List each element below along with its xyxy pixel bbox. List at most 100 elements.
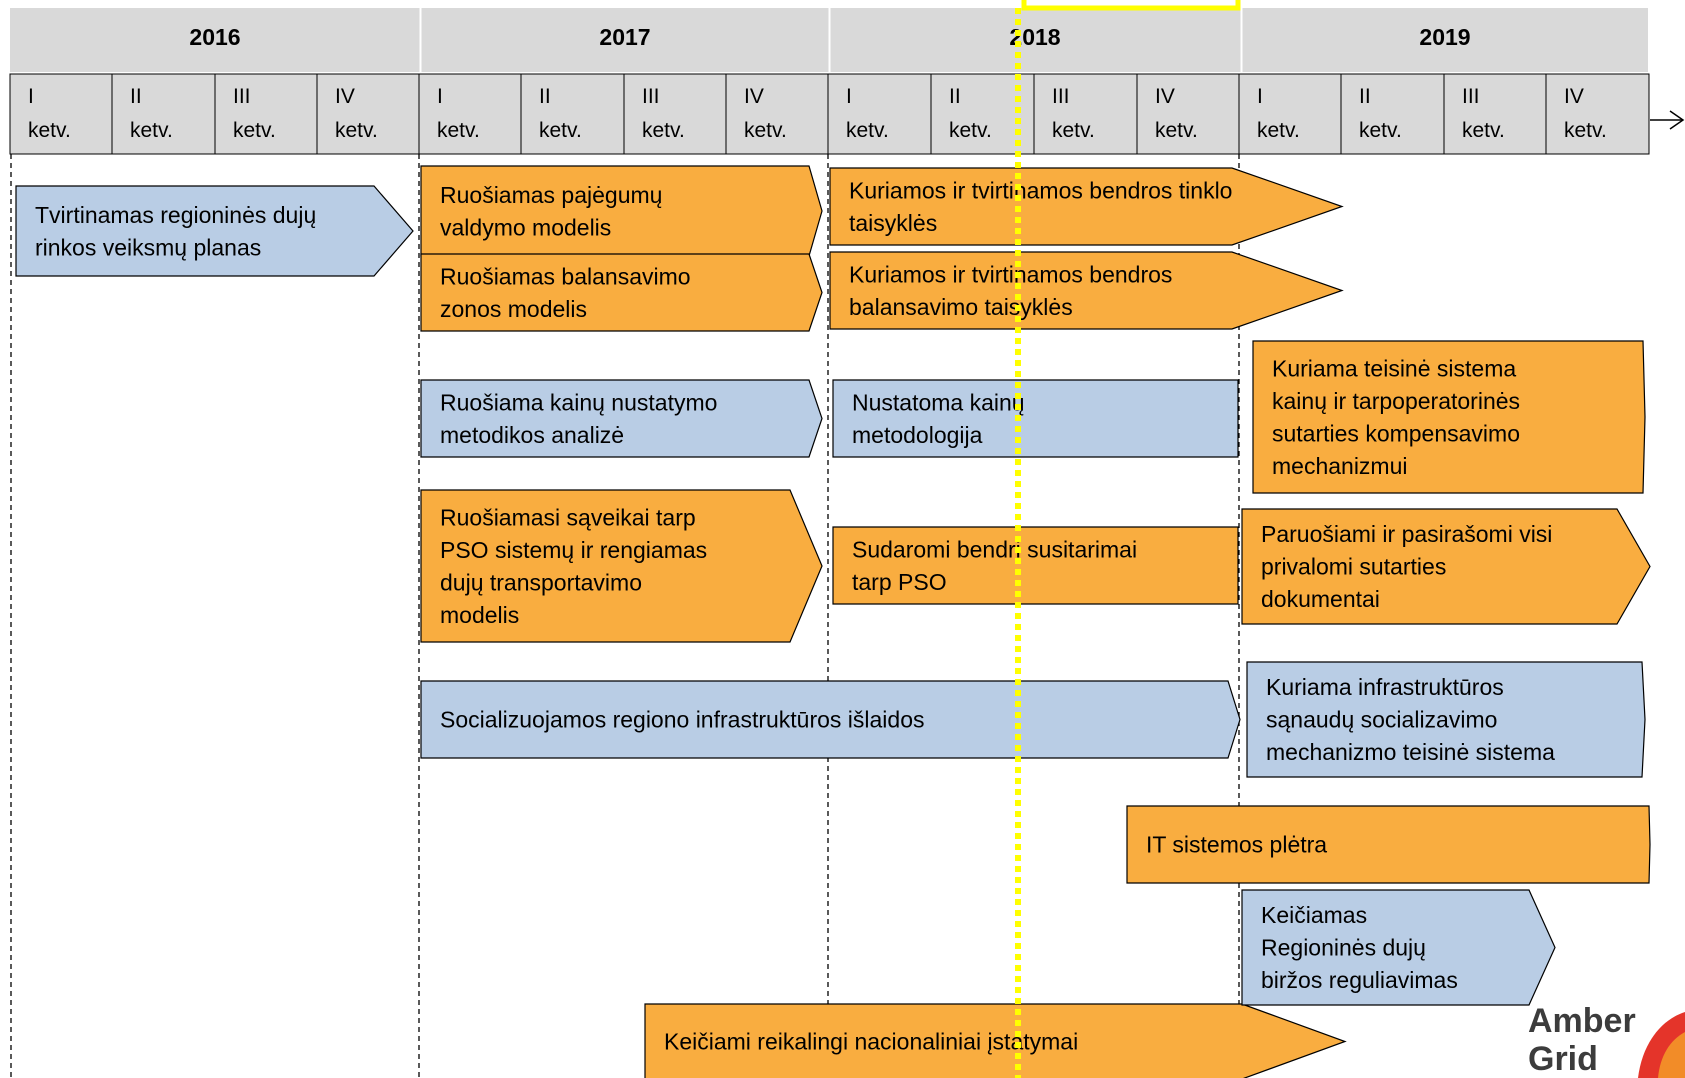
quarter-unit: ketv. [949,119,992,142]
task-label: taisyklės [849,210,937,236]
quarter-unit: ketv. [846,119,889,142]
task-label: Kuriama teisinė sistema [1272,355,1516,381]
task-label: Paruošiami ir pasirašomi visi [1261,521,1552,547]
quarter-unit: ketv. [1052,119,1095,142]
year-cell-2016 [10,8,420,72]
quarter-number: II [949,85,961,108]
task-arrow: Ruošiamas pajėgumų valdymo modelis [420,165,823,257]
task-label: sutarties kompensavimo [1272,420,1520,446]
task-arrow: Paruošiami ir pasirašomi visi privalomi s… [1241,508,1651,625]
current-date-box [1021,0,1241,11]
quarter-number: I [437,85,443,108]
year-cell-2019 [1242,8,1648,72]
quarter-unit: ketv. [335,119,378,142]
quarter-unit: ketv. [233,119,276,142]
task-arrow: Kuriama teisinė sistema kainų ir tarpoper… [1252,340,1646,494]
task-arrow: Kuriamos ir tvirtinamos bendrosbalansavi… [829,251,1344,330]
quarter-cell: IV ketv. [316,73,420,155]
logo-text-line2: Grid [1528,1040,1598,1078]
year-label-2017: 2017 [599,24,650,50]
quarter-cell: IV ketv. [1545,73,1650,155]
quarter-number: III [1052,85,1070,108]
task-arrow: Nustatoma kainų metodologija [832,379,1239,458]
task-label: IT sistemos plėtra [1146,832,1327,858]
task-label: Regioninės dujų [1261,935,1426,961]
quarter-unit: ketv. [1564,119,1607,142]
task-label: Keičiamas [1261,902,1367,928]
quarter-unit: ketv. [1359,119,1402,142]
task-arrow-shape [420,253,823,332]
task-label: Socializuojamos regiono infrastruktūros … [440,707,925,733]
amber-grid-logo: Amber Grid [1528,1002,1685,1078]
task-label: Kuriamos ir tvirtinamos bendros tinklo [849,177,1232,203]
quarter-cell: II ketv. [111,73,216,155]
task-arrow: Kuriamos ir tvirtinamos bendros tinklo ta… [829,167,1344,246]
quarter-number: IV [335,85,355,108]
task-arrow-shape [829,251,1344,330]
quarter-unit: ketv. [1155,119,1198,142]
timeline-arrow-icon [1650,110,1685,130]
task-arrow-shape [15,185,414,277]
quarter-number: III [1462,85,1480,108]
quarter-cell: IV ketv. [725,73,829,155]
task-arrow: Ruošiama kainų nustatymo metodikos analiz… [420,379,823,458]
task-arrow: Socializuojamos regiono infrastruktūros … [420,680,1241,759]
quarter-number: I [846,85,852,108]
quarter-unit: ketv. [130,119,173,142]
task-arrow-shape [832,526,1239,605]
task-label: dokumentai [1261,586,1380,612]
task-label: metodologija [852,422,983,448]
quarter-number: I [1257,85,1263,108]
quarter-cell: III ketv. [214,73,318,155]
task-label: sąnaudų socializavimo [1266,707,1497,733]
current-date-marker [1015,0,1241,1078]
logo-text-line1: Amber [1528,1002,1636,1040]
task-label: privalomi sutarties [1261,554,1446,580]
quarter-cell: II ketv. [1340,73,1445,155]
task-arrow-shape [1246,661,1646,778]
task-label: metodikos analizė [440,422,624,448]
task-label: valdymo modelis [440,214,611,240]
quarter-unit: ketv. [437,119,480,142]
task-label: Kuriama infrastruktūros [1266,674,1504,700]
task-label: tarp PSO [852,569,947,595]
task-label: balansavimo taisyklės [849,294,1073,320]
task-label: Keičiami reikalingi nacionaliniai įstaty… [664,1029,1078,1055]
quarter-number: IV [1564,85,1584,108]
year-label-2016: 2016 [189,24,240,50]
task-label: Nustatoma kainų [852,389,1025,415]
task-label: kainų ir tarpoperatorinės [1272,388,1520,414]
quarter-unit: ketv. [744,119,787,142]
task-arrow-shape [829,167,1344,246]
quarter-unit: ketv. [1257,119,1300,142]
task-arrow-shape [644,1003,1347,1078]
task-label: Ruošiamas pajėgumų [440,182,662,208]
task-label: Ruošiamas balansavimo [440,263,691,289]
task-arrow-shape [832,379,1239,458]
task-arrow-shape [420,379,823,458]
task-label: Ruošiama kainų nustatymo [440,389,717,415]
task-label: zonos modelis [440,296,587,322]
quarter-number: IV [744,85,764,108]
task-arrow-shape [1241,508,1651,625]
task-label: Ruošiamasi sąveikai tarp [440,504,696,530]
task-arrow-shape [420,680,1241,759]
task-arrow-shape [1126,805,1651,884]
quarter-unit: ketv. [1462,119,1505,142]
quarter-number: II [1359,85,1371,108]
task-label: modelis [440,602,519,628]
task-label: Tvirtinamas regioninės dujų [35,202,316,228]
logo-mark-accent [1658,1032,1685,1078]
task-arrow-shape [1252,340,1646,494]
quarter-number: II [130,85,142,108]
quarter-number: III [233,85,251,108]
year-label-2019: 2019 [1419,24,1470,50]
